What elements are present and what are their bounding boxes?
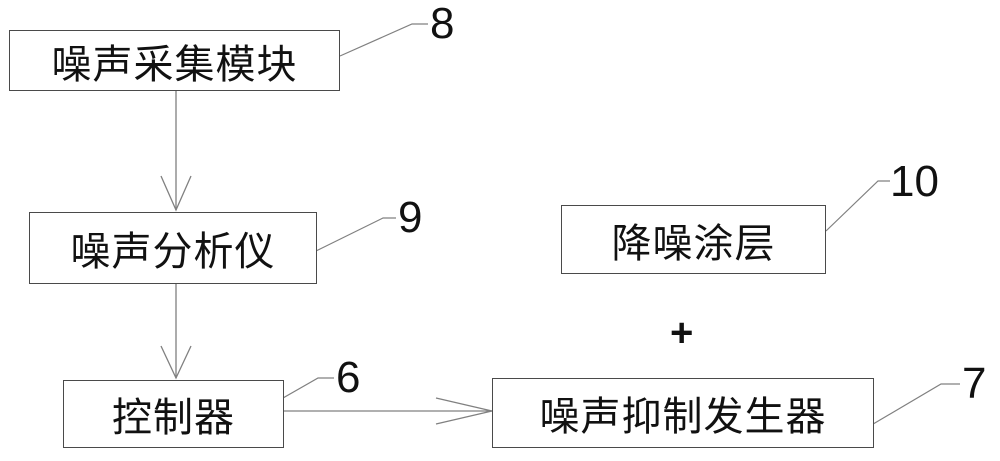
leader-line-10 <box>825 180 890 232</box>
noise-suppression-generator-box: 噪声抑制发生器 <box>492 378 874 448</box>
noise-reduction-coating-box: 降噪涂层 <box>561 205 826 274</box>
ref-number-8: 8 <box>430 0 455 48</box>
noise-collection-module-box: 噪声采集模块 <box>9 30 340 91</box>
ref-number-7: 7 <box>962 359 987 408</box>
plus-sign: + <box>670 311 694 355</box>
leader-line-8 <box>339 23 428 57</box>
noise-collection-module-label: 噪声采集模块 <box>51 41 298 88</box>
arrow-controller-to-suppressor <box>284 397 493 425</box>
leader-line-7 <box>845 383 960 441</box>
arrow-collection-to-analyzer <box>160 90 192 212</box>
ref-number-10: 10 <box>890 157 939 206</box>
noise-suppression-generator-label: 噪声抑制发生器 <box>539 394 827 440</box>
noise-reduction-coating-label: 降噪涂层 <box>611 220 776 267</box>
noise-analyzer-label: 噪声分析仪 <box>70 229 276 275</box>
arrow-analyzer-to-controller <box>160 284 192 380</box>
leader-line-9 <box>315 217 396 252</box>
controller-box: 控制器 <box>63 380 284 448</box>
noise-analyzer-box: 噪声分析仪 <box>29 212 317 284</box>
ref-number-9: 9 <box>398 193 423 242</box>
controller-label: 控制器 <box>112 395 235 441</box>
ref-number-6: 6 <box>336 353 361 402</box>
